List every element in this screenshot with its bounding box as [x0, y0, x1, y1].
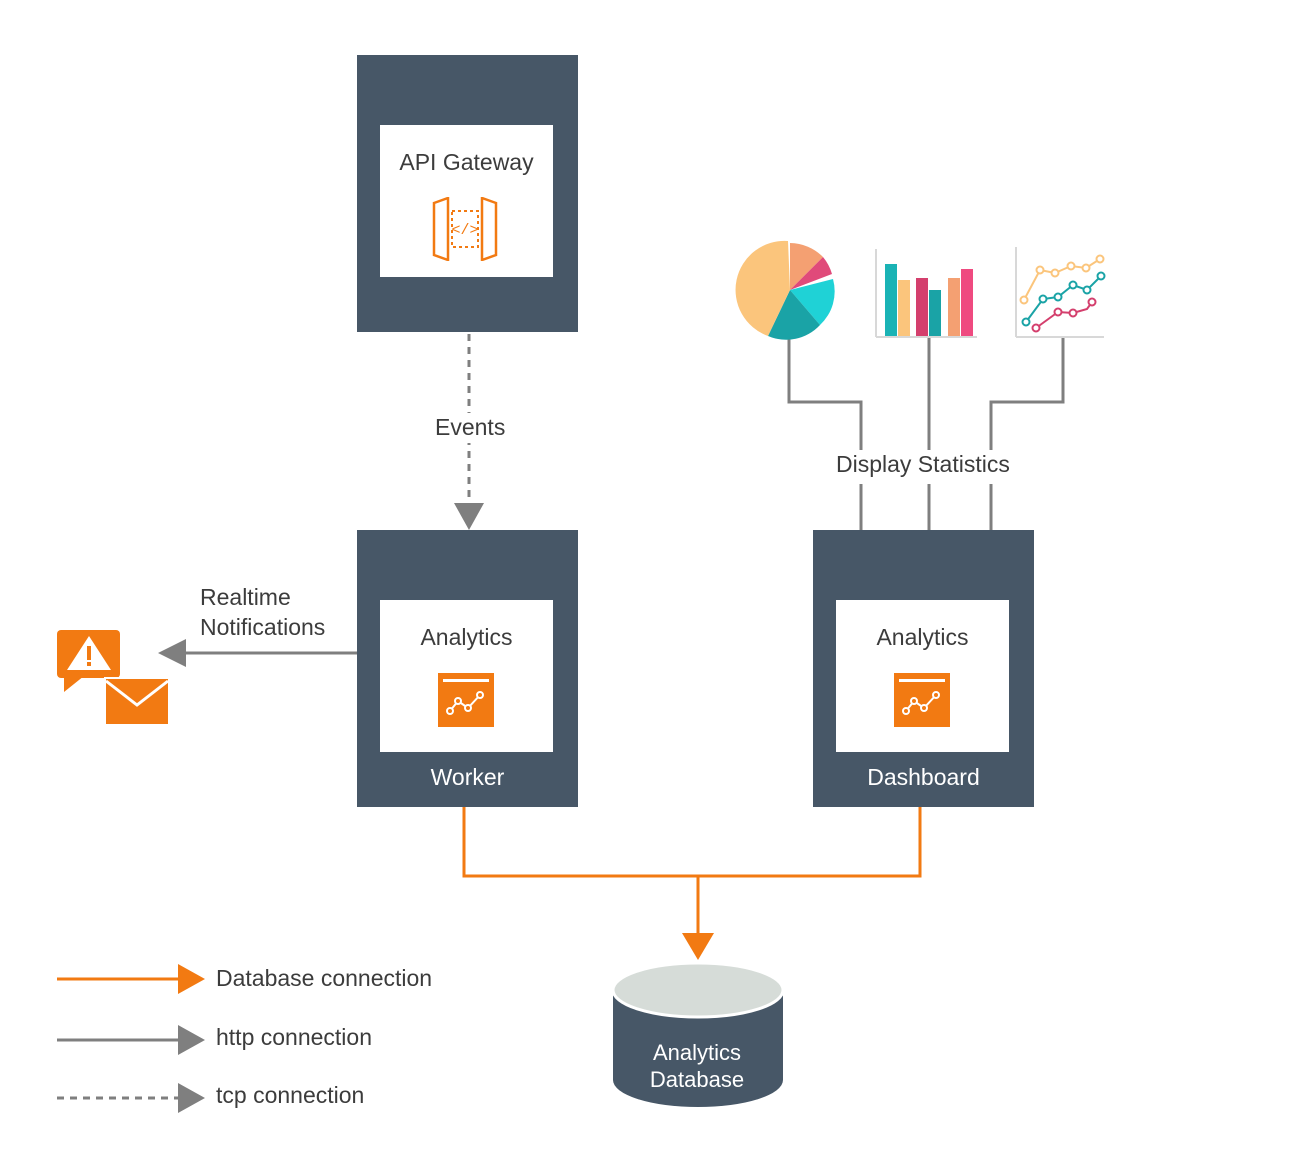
display-label-bg — [832, 450, 1036, 484]
notifications-label-line1: Realtime — [200, 584, 291, 610]
worker-node: Analytics Worker — [357, 530, 578, 807]
db-edge-arrowhead — [682, 933, 714, 960]
api-gateway-icon: </> — [432, 197, 498, 261]
pie-chart-icon — [735, 240, 835, 340]
legend-markers — [57, 964, 205, 1113]
line-chart-icon — [1015, 247, 1106, 338]
notifications-label-line2: Notifications — [200, 614, 326, 640]
analytics-icon — [894, 673, 950, 727]
http-edge-dashboard-pie — [787, 328, 863, 530]
worker-card: Analytics — [380, 600, 553, 752]
analytics-icon — [438, 673, 494, 727]
gateway-node: API Gateway </> — [357, 55, 578, 332]
dashboard-title: Analytics — [876, 624, 969, 650]
alert-mail-icon — [57, 630, 169, 724]
dashboard-caption: Dashboard — [867, 764, 980, 790]
gateway-title: API Gateway — [399, 149, 534, 175]
legend-database-connection: Database connection — [216, 965, 433, 991]
database-label-line2: Database — [649, 1067, 745, 1092]
db-edge-worker — [462, 806, 922, 878]
http-edge-arrowhead — [158, 639, 186, 667]
database-cylinder — [611, 961, 785, 1107]
display-statistics-label: Display Statistics — [836, 451, 1010, 477]
database-label-line1: Analytics — [652, 1040, 742, 1065]
gateway-card: API Gateway </> — [380, 125, 553, 277]
events-label: Events — [433, 413, 508, 443]
worker-title: Analytics — [420, 624, 513, 650]
http-edge-dashboard-line — [989, 338, 1065, 530]
legend-http-connection: http connection — [216, 1024, 373, 1050]
bar-chart-icon — [875, 249, 977, 338]
tcp-edge-arrowhead — [454, 503, 484, 530]
dashboard-node: Analytics Dashboard — [813, 530, 1034, 807]
svg-text:</>: </> — [451, 222, 478, 239]
worker-caption: Worker — [430, 764, 505, 790]
legend-tcp-connection: tcp connection — [216, 1082, 365, 1108]
dashboard-card: Analytics — [836, 600, 1009, 752]
